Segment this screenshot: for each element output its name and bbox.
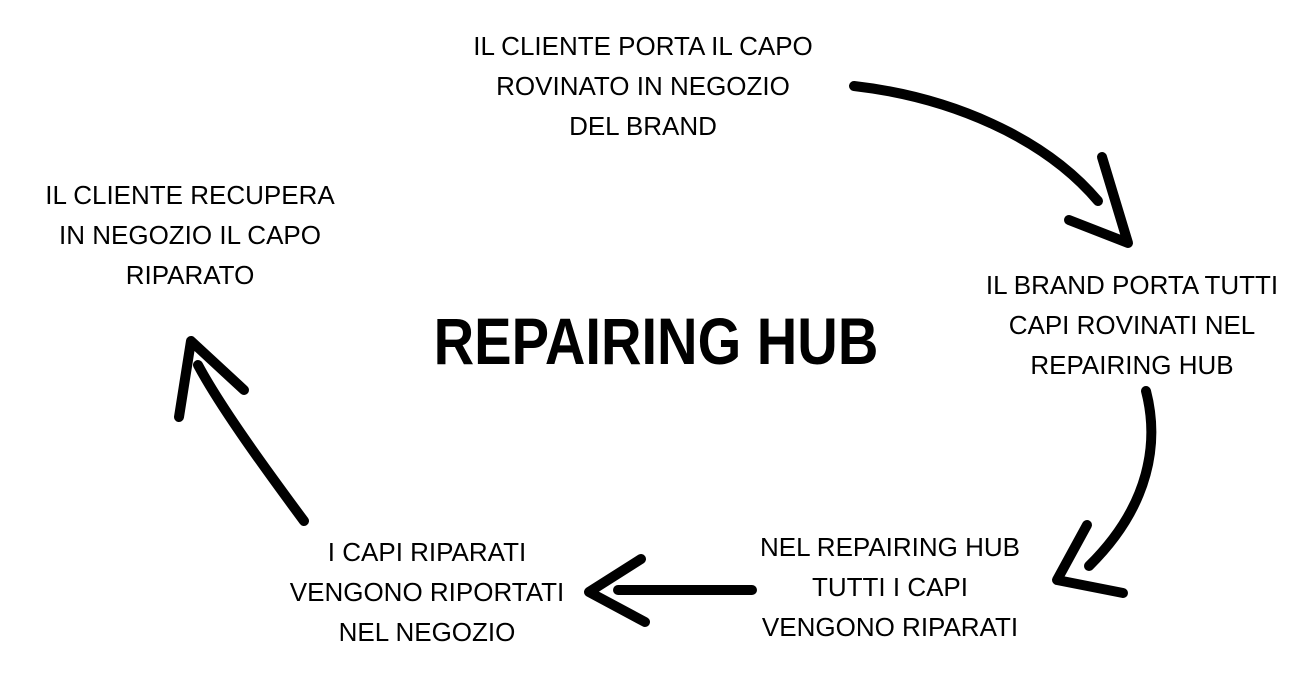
step-text-brand-brings-to-hub: IL BRAND PORTA TUTTI CAPI ROVINATI NEL R… — [986, 265, 1278, 385]
step-line: VENGONO RIPARATI — [761, 612, 1019, 642]
step-line: ROVINATO IN NEGOZIO — [496, 71, 790, 101]
step-line: IL BRAND PORTA TUTTI — [985, 270, 1279, 300]
arrowhead-down-left-icon — [1052, 520, 1128, 598]
arrow-curve — [849, 81, 1103, 206]
step-line: TUTTI I CAPI — [812, 572, 968, 602]
step-line: IL CLIENTE PORTA IL CAPO — [473, 31, 813, 61]
step-line: IL CLIENTE RECUPERA — [45, 180, 335, 210]
step-text-garments-repaired-in-hub: NEL REPAIRING HUB TUTTI I CAPI VENGONO R… — [760, 527, 1020, 647]
arrow-curve — [193, 360, 309, 526]
step-line: REPAIRING HUB — [1030, 350, 1234, 380]
step-text-client-brings-garment: IL CLIENTE PORTA IL CAPO ROVINATO IN NEG… — [473, 26, 813, 146]
arrow-bottom-right-to-bottom-left — [584, 554, 757, 627]
arrow-top-to-right — [849, 81, 1133, 248]
arrowhead-left-icon — [584, 554, 650, 627]
step-line: VENGONO RIPORTATI — [289, 577, 565, 607]
step-line: DEL BRAND — [569, 111, 717, 141]
arrow-bottom-left-to-left — [174, 336, 309, 526]
step-line: CAPI ROVINATI NEL — [1008, 310, 1256, 340]
diagram-title: REPAIRING HUB — [433, 304, 879, 378]
step-text-garments-returned-to-store: I CAPI RIPARATI VENGONO RIPORTATI NEL NE… — [290, 532, 564, 652]
step-line: RIPARATO — [125, 260, 255, 290]
arrow-curve — [1084, 386, 1157, 571]
step-line: IN NEGOZIO IL CAPO — [59, 220, 321, 250]
step-line: NEL REPAIRING HUB — [759, 532, 1021, 562]
arrow-right-to-bottom-right — [1052, 386, 1157, 598]
arrowhead-down-right-icon — [1064, 152, 1133, 248]
step-line: NEL NEGOZIO — [338, 617, 516, 647]
step-text-client-picks-up-garment: IL CLIENTE RECUPERA IN NEGOZIO IL CAPO R… — [45, 175, 334, 295]
step-line: I CAPI RIPARATI — [327, 537, 527, 567]
arrowhead-up-left-icon — [174, 336, 249, 422]
